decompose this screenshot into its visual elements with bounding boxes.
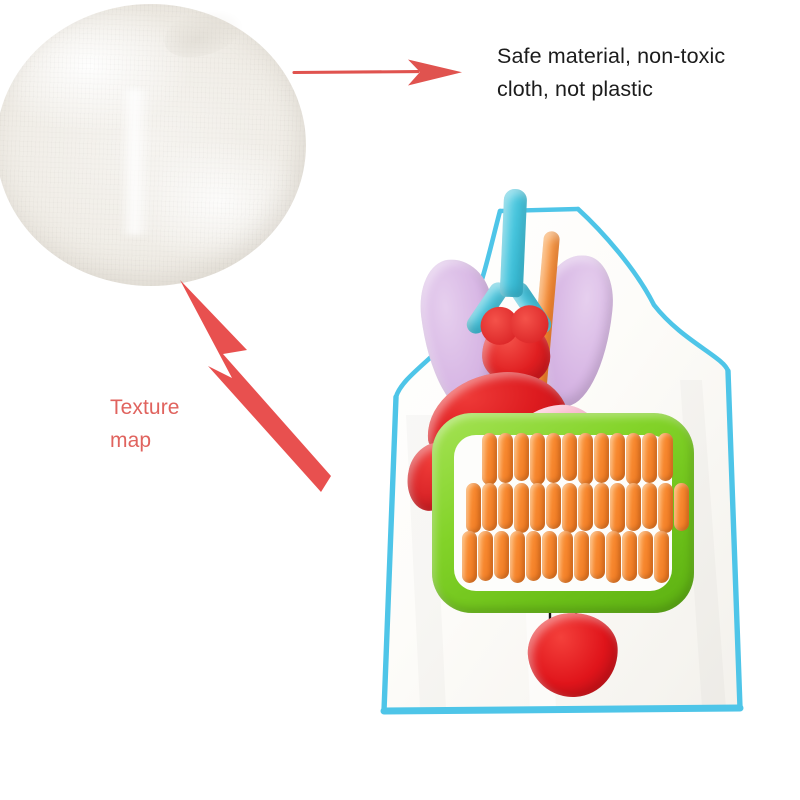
small-intestine-loop (498, 433, 513, 483)
organ-bladder (525, 609, 621, 701)
small-intestine-loop (530, 433, 545, 485)
small-intestine-loop (610, 483, 625, 533)
organ-small-intestine-band-middle (466, 483, 689, 533)
small-intestine-loop (642, 483, 657, 529)
small-intestine-loop (590, 531, 605, 579)
small-intestine-loop (638, 531, 653, 579)
small-intestine-loop (542, 531, 557, 579)
small-intestine-loop (546, 483, 561, 529)
small-intestine-loop (578, 433, 593, 485)
fabric-weave-overlay (0, 4, 306, 286)
small-intestine-loop (494, 531, 509, 579)
small-intestine-loop (514, 433, 529, 481)
diagonal-up-left-arrow-icon (180, 280, 331, 492)
horizontal-right-arrow-icon (292, 59, 462, 86)
small-intestine-loop (526, 531, 541, 581)
small-intestine-loop (558, 531, 573, 583)
small-intestine-loop (530, 483, 545, 531)
small-intestine-loop (626, 483, 641, 531)
small-intestine-loop (658, 433, 673, 481)
apron-right-bib-trim (575, 206, 731, 374)
apron-bottom-hem-trim (380, 704, 744, 715)
small-intestine-loop (514, 483, 529, 533)
plush-organ-group (350, 175, 780, 735)
organ-small-intestine-band-bottom (462, 531, 669, 583)
small-intestine-loop (482, 483, 497, 531)
small-intestine-loop (610, 433, 625, 481)
texture-map-caption: Texture map (110, 396, 180, 452)
small-intestine-loop (562, 483, 577, 533)
small-intestine-loop (466, 483, 481, 533)
fabric-fold-highlight-center (120, 88, 151, 236)
small-intestine-loop (594, 433, 609, 483)
safe-material-caption: Safe material, non-toxic cloth, not plas… (497, 44, 726, 102)
small-intestine-loop (510, 531, 525, 583)
small-intestine-loop (574, 531, 589, 581)
small-intestine-loop (674, 483, 689, 531)
anatomy-apron-product (350, 175, 780, 735)
small-intestine-loop (626, 433, 641, 485)
small-intestine-loop (654, 531, 669, 583)
apron-right-side-trim (725, 368, 743, 711)
small-intestine-loop (578, 483, 593, 531)
small-intestine-loop (478, 531, 493, 581)
small-intestine-loop (622, 531, 637, 581)
small-intestine-loop (482, 433, 497, 485)
small-intestine-loop (546, 433, 561, 483)
fabric-texture-swatch (0, 0, 306, 286)
small-intestine-loop (498, 483, 513, 529)
small-intestine-loop (562, 433, 577, 481)
organ-trachea (499, 188, 528, 298)
small-intestine-loop (594, 483, 609, 529)
organ-small-intestine-band-top (482, 433, 673, 485)
small-intestine-loop (606, 531, 621, 583)
small-intestine-loop (658, 483, 673, 533)
small-intestine-loop (462, 531, 477, 583)
apron-left-side-trim (381, 394, 399, 714)
small-intestine-loop (642, 433, 657, 483)
